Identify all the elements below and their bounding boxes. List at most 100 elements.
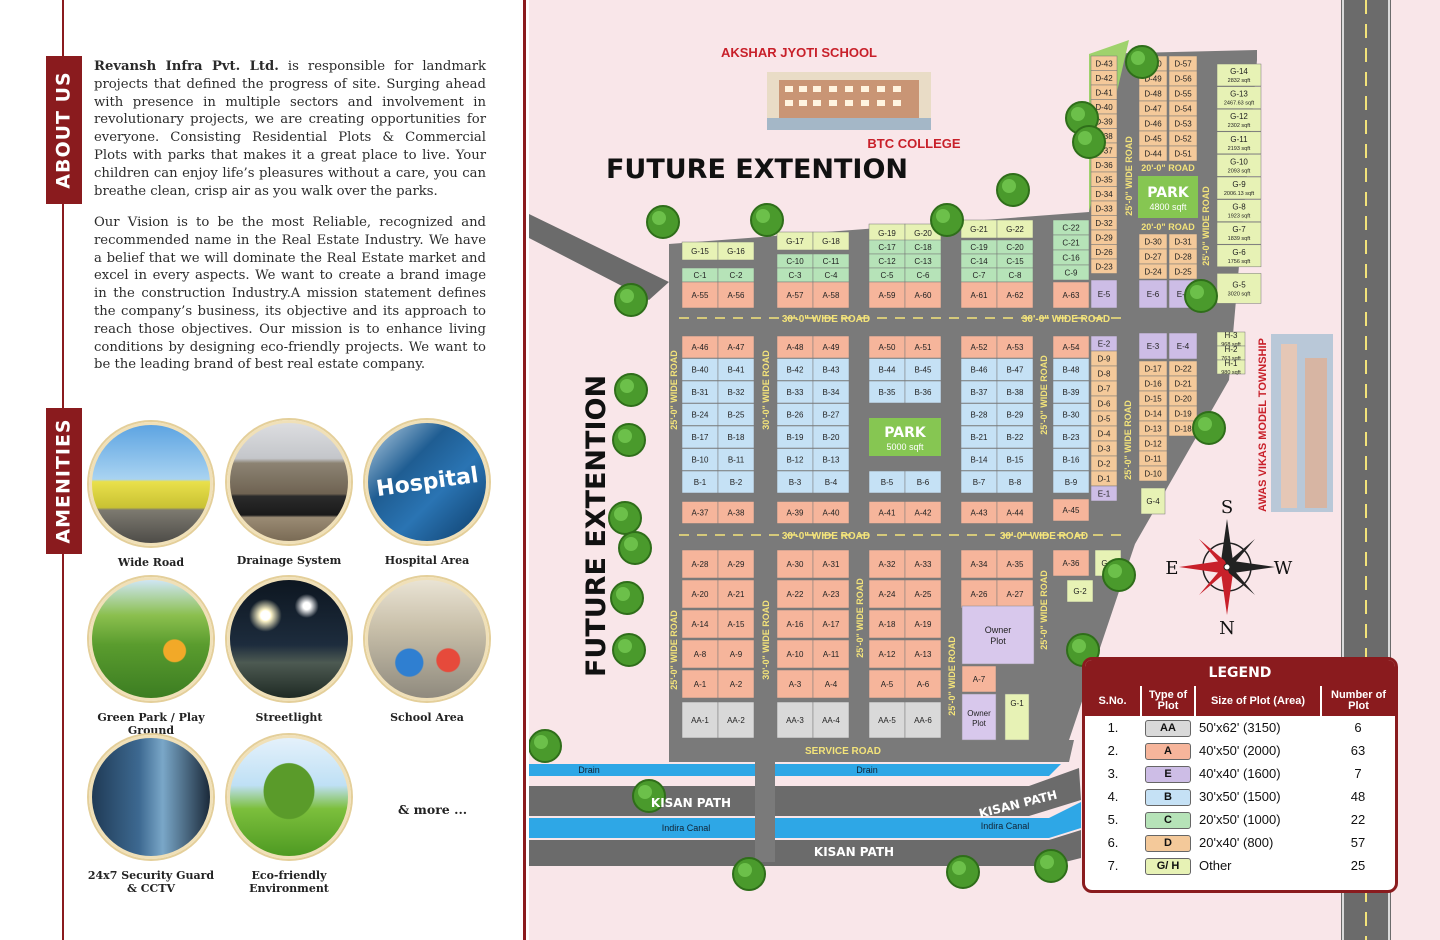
plot-a-20 [681,579,719,609]
legend-size: 20'x50' (1000) [1199,812,1281,827]
tree-highlight [614,507,628,521]
legend-size: 30'x50' (1500) [1199,789,1281,804]
plot-label: D-11 [1145,455,1162,464]
tree-highlight [620,289,634,303]
plot-a-51 [904,335,942,359]
park-north-label: PARK [1147,185,1190,201]
plot-a-31 [812,549,850,579]
legend-table: S.No. Type of Plot Size of Plot (Area) N… [1085,686,1395,877]
plot-a-33 [904,549,942,579]
plot-label: B-12 [787,456,804,465]
kisan-path-lower [529,830,1081,866]
plot-label: D-4 [1098,430,1111,439]
drain-left [529,764,755,776]
road-label-20-b: 20'-0" ROAD [1141,222,1195,232]
plot-a-24 [868,579,906,609]
road-label-20-a: 20'-0" ROAD [1141,163,1195,173]
legend-count: 22 [1350,812,1366,827]
road-label-25-i: 25'-0" WIDE ROAD [1201,186,1211,266]
svg-text:4800 sqft: 4800 sqft [1149,202,1187,212]
plot-label: D-5 [1098,415,1111,424]
plot-label: D-36 [1095,161,1113,170]
plot-a-59 [868,281,906,309]
plot-e-5 [1090,279,1118,309]
plot-label: A-32 [879,560,896,569]
plot-label: A-19 [915,620,932,629]
plot-label: C-16 [1062,254,1080,263]
plot-label: E-7 [1177,290,1190,299]
plot-g-16 [717,241,755,261]
plot-label: G-9 [1232,180,1246,189]
legend-row: 1. AA 50'x62' (3150) 6 [1085,716,1395,739]
legend-sno: 4. [1107,789,1119,804]
about-paragraph-2: Our Vision is to be the most Reliable, r… [94,215,486,373]
plot-area-label: 980 sqft [1221,370,1241,376]
plot-label: G-14 [1230,67,1248,76]
plot-g-14 [1216,63,1262,87]
plot-label: B-43 [823,366,840,375]
canal-label-right: Indira Canal [981,821,1030,831]
plot-label: A-27 [1007,590,1024,599]
plot-label: D-57 [1174,60,1192,69]
kisan-path-label-bottom: KISAN PATH [814,845,894,859]
plot-label: A-48 [787,343,804,352]
plot-label: A-52 [971,343,988,352]
plot-area-label: 2302 sqft [1228,123,1251,129]
plot-e-1 [1090,485,1118,502]
plot-label: G-21 [970,225,988,234]
plot-a-45 [1052,498,1090,522]
plot-b-25 [717,403,755,426]
legend-sno: 2. [1107,743,1119,758]
plot-label: A-18 [879,620,896,629]
amenity-school: School Area [362,577,492,724]
plot-label: A-17 [823,620,840,629]
plot-label: A-5 [881,680,894,689]
plot-a-15 [717,609,755,639]
plot-a-44 [996,501,1034,524]
plot-label: B-21 [971,433,988,442]
plot-label: A-7 [973,675,986,684]
tree-highlight [616,587,630,601]
plot-b-20 [812,425,850,449]
amenity-green-park: Green Park / Play Ground [86,577,216,737]
plot-label: D-46 [1144,120,1162,129]
road-label-30-mid-left: 30'-0" WIDE ROAD [782,531,870,542]
plot-area-label: 1756 sqft [1228,259,1251,265]
plot-a-28 [681,549,719,579]
plot-area-label: 763 sqft [1221,356,1241,362]
service-road-label: SERVICE ROAD [805,746,881,757]
plot-label: C-5 [881,271,894,280]
plot-label: A-53 [1007,343,1024,352]
plot-a-2 [717,669,755,699]
legend-row: 6. D 20'x40' (800) 57 [1085,831,1395,854]
plot-label: C-10 [786,257,804,266]
plot-a-29 [717,549,755,579]
plot-a-54 [1052,335,1090,359]
plot-a-7 [961,665,997,693]
plot-a-25 [904,579,942,609]
plot-a-55 [681,281,719,309]
amenity-eco: Eco-friendly Environment [224,735,354,895]
college-label: BTC COLLEGE [867,136,960,151]
legend-row: 5. C 20'x50' (1000) 22 [1085,808,1395,831]
plot-aa-5 [868,701,906,739]
plot-label: D-56 [1174,75,1192,84]
tree-highlight [1071,107,1085,121]
plot-a-34 [960,549,998,579]
drain-label-left: Drain [578,765,600,775]
plot-label: A-1 [694,680,707,689]
eco-photo-icon [227,735,351,859]
plot-a-5 [868,669,906,699]
plot-label: D-39 [1095,117,1113,126]
plot-label: B-26 [787,411,804,420]
plot-g-13 [1216,86,1262,109]
plot-label: G-16 [727,247,745,256]
plot-b-47 [996,358,1034,381]
legend-count: 57 [1350,835,1366,850]
plot-label: B-4 [825,478,838,487]
plot-label: D-30 [1144,238,1162,247]
township-label: AWAS VIKAS MODEL TOWNSHIP [1257,338,1269,512]
plot-label: C-2 [730,271,743,280]
owner-plot-label: Owner [985,625,1012,635]
plot-label: B-20 [823,433,840,442]
